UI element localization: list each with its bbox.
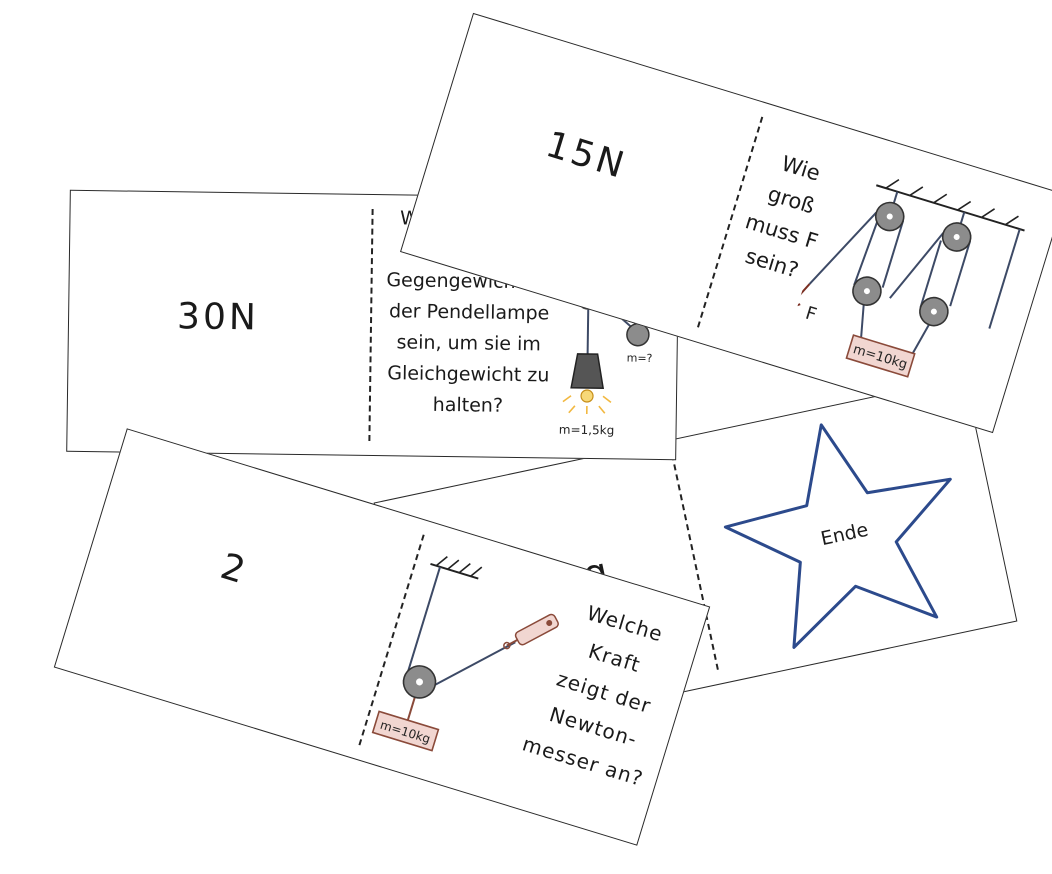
svg-text:F: F bbox=[803, 303, 819, 326]
answer-text: 30N bbox=[176, 296, 260, 339]
domino-card-top[interactable]: 15N Wie groß muss F sein? bbox=[399, 12, 1052, 434]
domino-card-back[interactable]: 30kg Ende bbox=[373, 376, 1018, 748]
mass-block bbox=[371, 710, 440, 752]
lamp-icon bbox=[570, 353, 605, 389]
mass-block bbox=[845, 334, 916, 378]
star-icon: Ende bbox=[723, 423, 952, 649]
newton-meter-diagram: m=10kg bbox=[371, 555, 559, 752]
domino-card-bottom[interactable]: 2 m=10kg Welche Kraft zeigt der Newton- … bbox=[53, 428, 711, 846]
star-label: Ende bbox=[819, 519, 870, 550]
svg-text:m=?: m=? bbox=[627, 352, 653, 365]
pulley-system-diagram: F m=10kg bbox=[785, 178, 1025, 378]
answer-text: 2 bbox=[215, 545, 253, 593]
newton-meter-icon bbox=[503, 613, 559, 650]
svg-text:m=1,5kg: m=1,5kg bbox=[559, 423, 615, 438]
answer-text: 15N bbox=[541, 124, 632, 188]
